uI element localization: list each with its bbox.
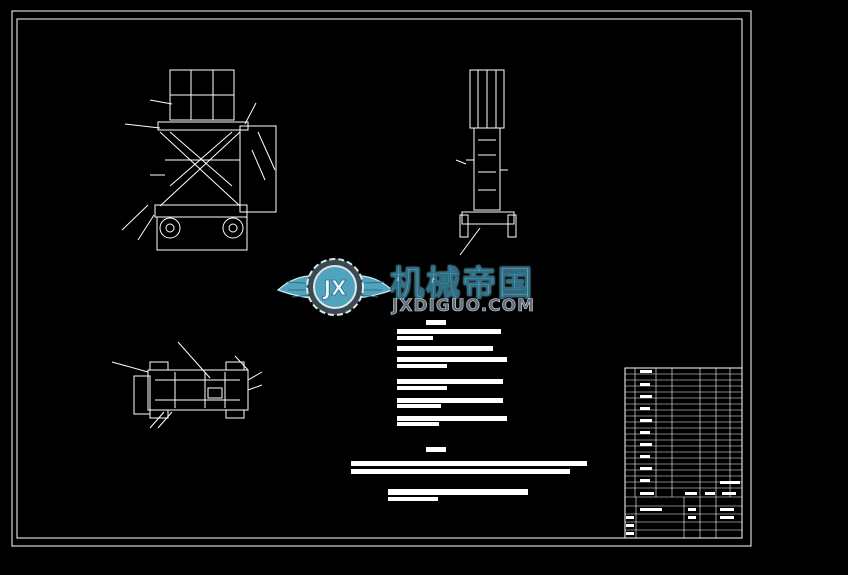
watermark-emblem	[276, 258, 394, 316]
watermark-emblem-letters: JX	[322, 276, 347, 300]
outer-frame	[11, 10, 752, 547]
inner-frame	[16, 18, 743, 539]
technical-notes	[351, 320, 587, 501]
side-view	[455, 69, 517, 256]
watermark-url: JXDIGUO.COM	[392, 296, 536, 317]
top-view	[111, 341, 263, 429]
title-block	[624, 367, 743, 539]
front-view	[121, 69, 277, 251]
watermark-title: 机械帝国	[390, 264, 534, 305]
